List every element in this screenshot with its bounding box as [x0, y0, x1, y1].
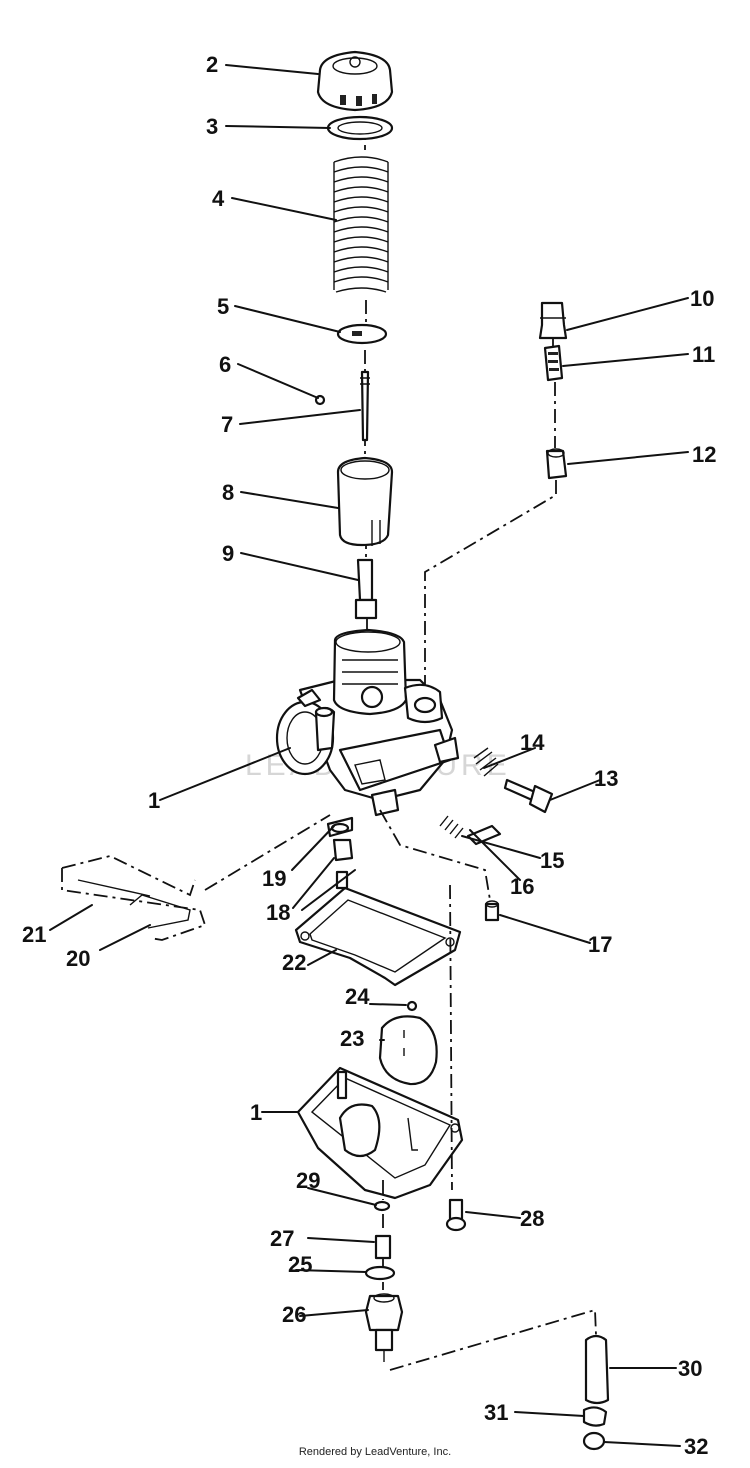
- callout-11: 11: [692, 342, 715, 367]
- footer-credit: Rendered by LeadVenture, Inc.: [298, 1446, 452, 1458]
- part-tube-clamp: [582, 1406, 608, 1427]
- part-cap: [316, 50, 394, 112]
- part-pilot-screw-assembly: [538, 301, 568, 480]
- part-carburetor-body: [275, 628, 460, 838]
- air-jet-dash-line: [379, 809, 491, 901]
- callout-labels: 2 3 4 5 6 7 8 9 10 11 12 1 14 13 15 16 1…: [22, 52, 716, 1459]
- part-float-bowl: [296, 1066, 464, 1200]
- callout-27: 27: [270, 1226, 294, 1251]
- callout-24: 24: [345, 984, 370, 1009]
- callout-15: 15: [540, 848, 564, 873]
- part-drain-jet: [374, 1234, 392, 1260]
- part-drain-o-ring: [364, 1265, 396, 1281]
- part-jet-needle: [360, 370, 370, 442]
- callout-31: 31: [484, 1400, 508, 1425]
- callout-19: 19: [262, 866, 286, 891]
- callout-21: 21: [22, 922, 46, 947]
- part-air-jet: [484, 900, 500, 922]
- part-needle-jet: [354, 558, 378, 620]
- callout-16: 16: [510, 874, 534, 899]
- part-throttle-slide: [336, 456, 394, 547]
- callout-13: 13: [594, 766, 618, 791]
- callout-25: 25: [288, 1252, 312, 1277]
- tube-dash-line: [389, 1308, 597, 1371]
- callout-18: 18: [266, 900, 290, 925]
- callout-28: 28: [520, 1206, 544, 1231]
- bowl-screw-dash-line: [449, 884, 453, 1191]
- callout-1-lower: 1: [250, 1100, 262, 1125]
- callout-5: 5: [217, 294, 229, 319]
- callout-10: 10: [690, 286, 714, 311]
- callout-8: 8: [222, 480, 234, 505]
- part-float-bowl-gasket: [294, 886, 462, 987]
- callout-22: 22: [282, 950, 306, 975]
- callout-29: 29: [296, 1168, 320, 1193]
- callout-20: 20: [66, 946, 90, 971]
- callout-1-upper: 1: [148, 788, 160, 813]
- part-idle-screw: [503, 778, 554, 814]
- callout-32: 32: [684, 1434, 708, 1459]
- callout-14: 14: [520, 730, 545, 755]
- callout-4: 4: [212, 186, 225, 211]
- callout-6: 6: [219, 352, 231, 377]
- part-float-gauge: [61, 814, 331, 941]
- callout-26: 26: [282, 1302, 306, 1327]
- callout-12: 12: [692, 442, 716, 467]
- part-clip-plate: [336, 323, 388, 345]
- callout-3: 3: [206, 114, 218, 139]
- part-washer: [326, 115, 394, 141]
- part-pilot-screw-spring: [439, 815, 464, 839]
- part-drain-washer: [373, 1200, 391, 1212]
- callout-23: 23: [340, 1026, 364, 1051]
- part-spring: [333, 156, 389, 293]
- part-drain-tube: [584, 1334, 610, 1405]
- center-axis-line: [364, 118, 368, 645]
- part-float: [378, 1015, 438, 1086]
- pilot-dash-line: [424, 338, 557, 690]
- callout-7: 7: [221, 412, 233, 437]
- callout-2: 2: [206, 52, 218, 77]
- part-bowl-screw: [445, 1198, 467, 1232]
- part-idle-screw-spring: [473, 747, 499, 777]
- part-float-pin: [406, 1000, 418, 1012]
- callout-30: 30: [678, 1356, 702, 1381]
- callout-9: 9: [222, 541, 234, 566]
- part-drain-plug: [364, 1293, 404, 1362]
- callout-17: 17: [588, 932, 612, 957]
- leader-lines: [49, 64, 689, 1447]
